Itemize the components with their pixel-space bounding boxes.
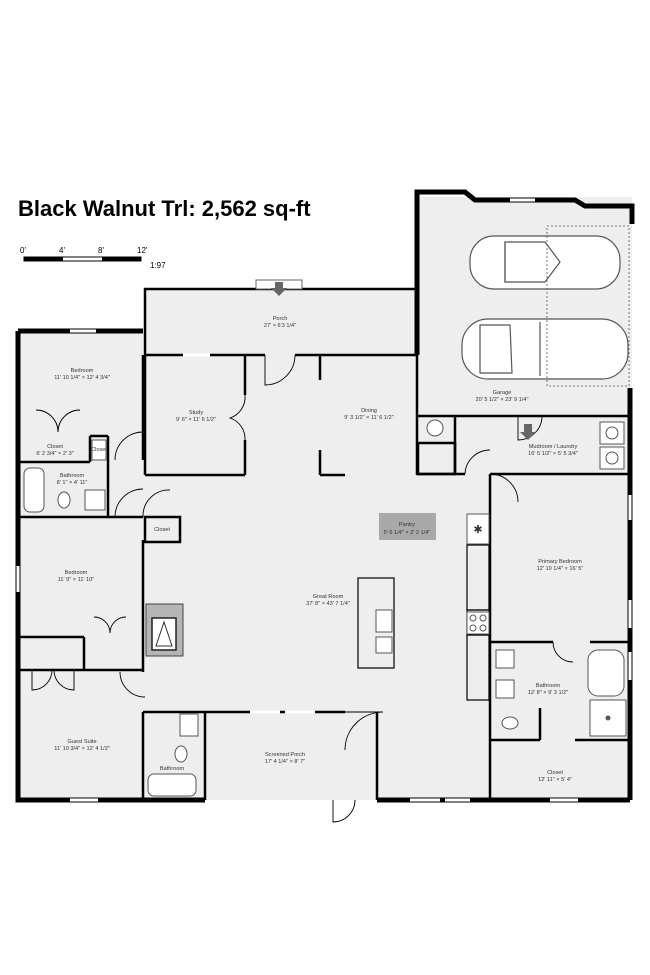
room-name-primary-bathroom: Bathroom — [536, 683, 561, 689]
room-labels: Porch 27' × 6'3 1/4" Bedroom 11' 10 1/4"… — [36, 316, 583, 783]
entry-arrows — [255, 279, 536, 440]
room-dims-guest-suite: 11' 10 3/4" × 12' 4 1/2" — [54, 746, 110, 752]
fixtures — [23, 419, 627, 797]
fireplace — [145, 603, 184, 657]
room-name-great-room: Great Room — [313, 594, 344, 600]
windows — [16, 198, 632, 802]
room-dims-screened-porch: 17' 4 1/4" × 8' 7" — [265, 759, 305, 765]
room-dims-study: 9' 6" × 11' 6 1/2" — [176, 417, 216, 423]
car-icon — [469, 235, 621, 290]
room-name-mudroom: Mudroom / Laundry — [529, 444, 578, 450]
fan-icon — [466, 513, 490, 545]
sink-icon — [495, 649, 515, 669]
room-name-bathroom-1: Bathroom — [60, 473, 85, 479]
bathtub-icon — [587, 649, 625, 697]
doors — [31, 354, 574, 823]
fan-icon-glyph: ✱ — [473, 524, 482, 536]
room-dims-mudroom: 16' 5 1/2" × 5' 5 3/4" — [528, 451, 578, 457]
dishwasher-icon — [375, 636, 393, 654]
scale-tick-12: 12' — [137, 246, 148, 255]
room-name-closet-1: Closet — [47, 444, 63, 450]
water-heater-icon — [426, 419, 444, 437]
sink-icon — [495, 679, 515, 699]
bathtub-icon — [147, 773, 197, 797]
sink-icon — [179, 713, 199, 737]
room-name-bedroom-1: Bedroom — [71, 368, 94, 374]
garage-door-outline — [546, 225, 630, 387]
toilet-icon — [174, 745, 188, 763]
room-name-porch: Porch — [273, 316, 288, 322]
room-name-primary-bedroom: Primary Bedroom — [538, 559, 582, 565]
room-dims-bedroom-2: 11' 9" × 11' 10" — [58, 577, 95, 583]
plan-title: Black Walnut Trl: 2,562 sq-ft — [18, 196, 311, 221]
room-dims-dining: 9' 3 1/2" × 11' 6 1/2" — [344, 415, 393, 421]
scale-ratio: 1:97 — [150, 261, 166, 270]
entry-arrow-icon — [520, 424, 536, 440]
toilet-icon — [57, 491, 71, 509]
sink-icon — [375, 609, 393, 633]
room-dims-primary-bathroom: 12' 8" × 9' 3 1/2" — [528, 690, 568, 696]
scale-tick-4: 4' — [59, 246, 65, 255]
room-name-dining: Dining — [361, 408, 377, 414]
scale-bar: 0' 4' 8' 12' 1:97 — [20, 246, 166, 270]
room-dims-pantry: 5' 6 1/4" × 3' 2 1/4" — [384, 530, 431, 536]
pantry-area — [379, 513, 436, 540]
room-name-screened-porch: Screened Porch — [265, 752, 305, 758]
room-name-bathroom-3: Bathroom — [160, 766, 185, 772]
entry-arrow-icon — [271, 282, 287, 296]
room-dims-primary-bedroom: 12' 10 1/4" × 16' 5" — [537, 566, 584, 572]
toilet-icon — [501, 716, 519, 730]
room-name-closet-3: Closet — [547, 770, 563, 776]
room-name-guest-suite: Guest Suite — [67, 739, 96, 745]
room-dims-closet-3: 12' 11" × 5' 4" — [538, 777, 572, 783]
room-dims-garage: 20' 5 1/2" × 23' 9 1/4" — [476, 397, 529, 403]
room-dims-great-room: 37' 8" × 43' 7 1/4" — [306, 601, 350, 607]
room-dims-closet-1: 6' 2 3/4" × 2' 3" — [36, 451, 73, 457]
room-dims-bathroom-1: 8' 1" × 4' 11" — [57, 480, 88, 486]
room-name-pantry: Pantry — [399, 522, 415, 528]
room-name-bedroom-2: Bedroom — [65, 570, 88, 576]
bathtub-icon — [23, 467, 45, 513]
room-dims-bedroom-1: 11' 10 1/4" × 12' 4 3/4" — [54, 375, 110, 381]
room-name-garage: Garage — [493, 390, 512, 396]
room-name-study: Study — [189, 410, 204, 416]
room-name-closet-2: Closet — [154, 527, 170, 533]
closet-shelf-icon — [91, 439, 107, 461]
room-dims-porch: 27' × 6'3 1/4" — [264, 323, 296, 329]
room-name-closet-small: Closet — [91, 447, 107, 453]
cooktop-icon — [466, 611, 490, 635]
scale-tick-8: 8' — [98, 246, 104, 255]
sink-icon — [84, 489, 106, 511]
van-icon — [461, 318, 629, 380]
scale-tick-0: 0' — [20, 246, 26, 255]
